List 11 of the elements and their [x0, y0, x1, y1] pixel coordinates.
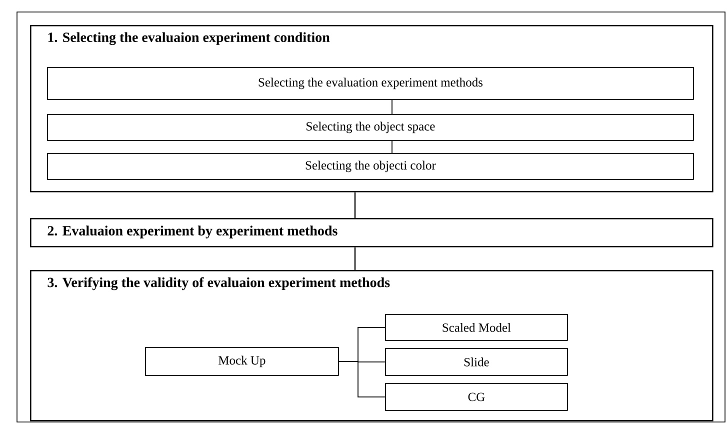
- connector-line: [354, 192, 356, 218]
- connector-line: [354, 247, 356, 270]
- step-box: CG: [385, 383, 568, 411]
- step-box: Scaled Model: [385, 314, 568, 341]
- step-box: Selecting the object space: [47, 114, 694, 141]
- step-box: Mock Up: [145, 347, 339, 376]
- connector-line: [338, 361, 386, 398]
- step-box: Selecting the objecti color: [47, 153, 694, 180]
- step-box: Selecting the evaluation experiment methods: [47, 67, 694, 100]
- step-box: Slide: [385, 348, 568, 376]
- section-box: 2. Evaluaion experiment by experiment methods: [30, 218, 714, 248]
